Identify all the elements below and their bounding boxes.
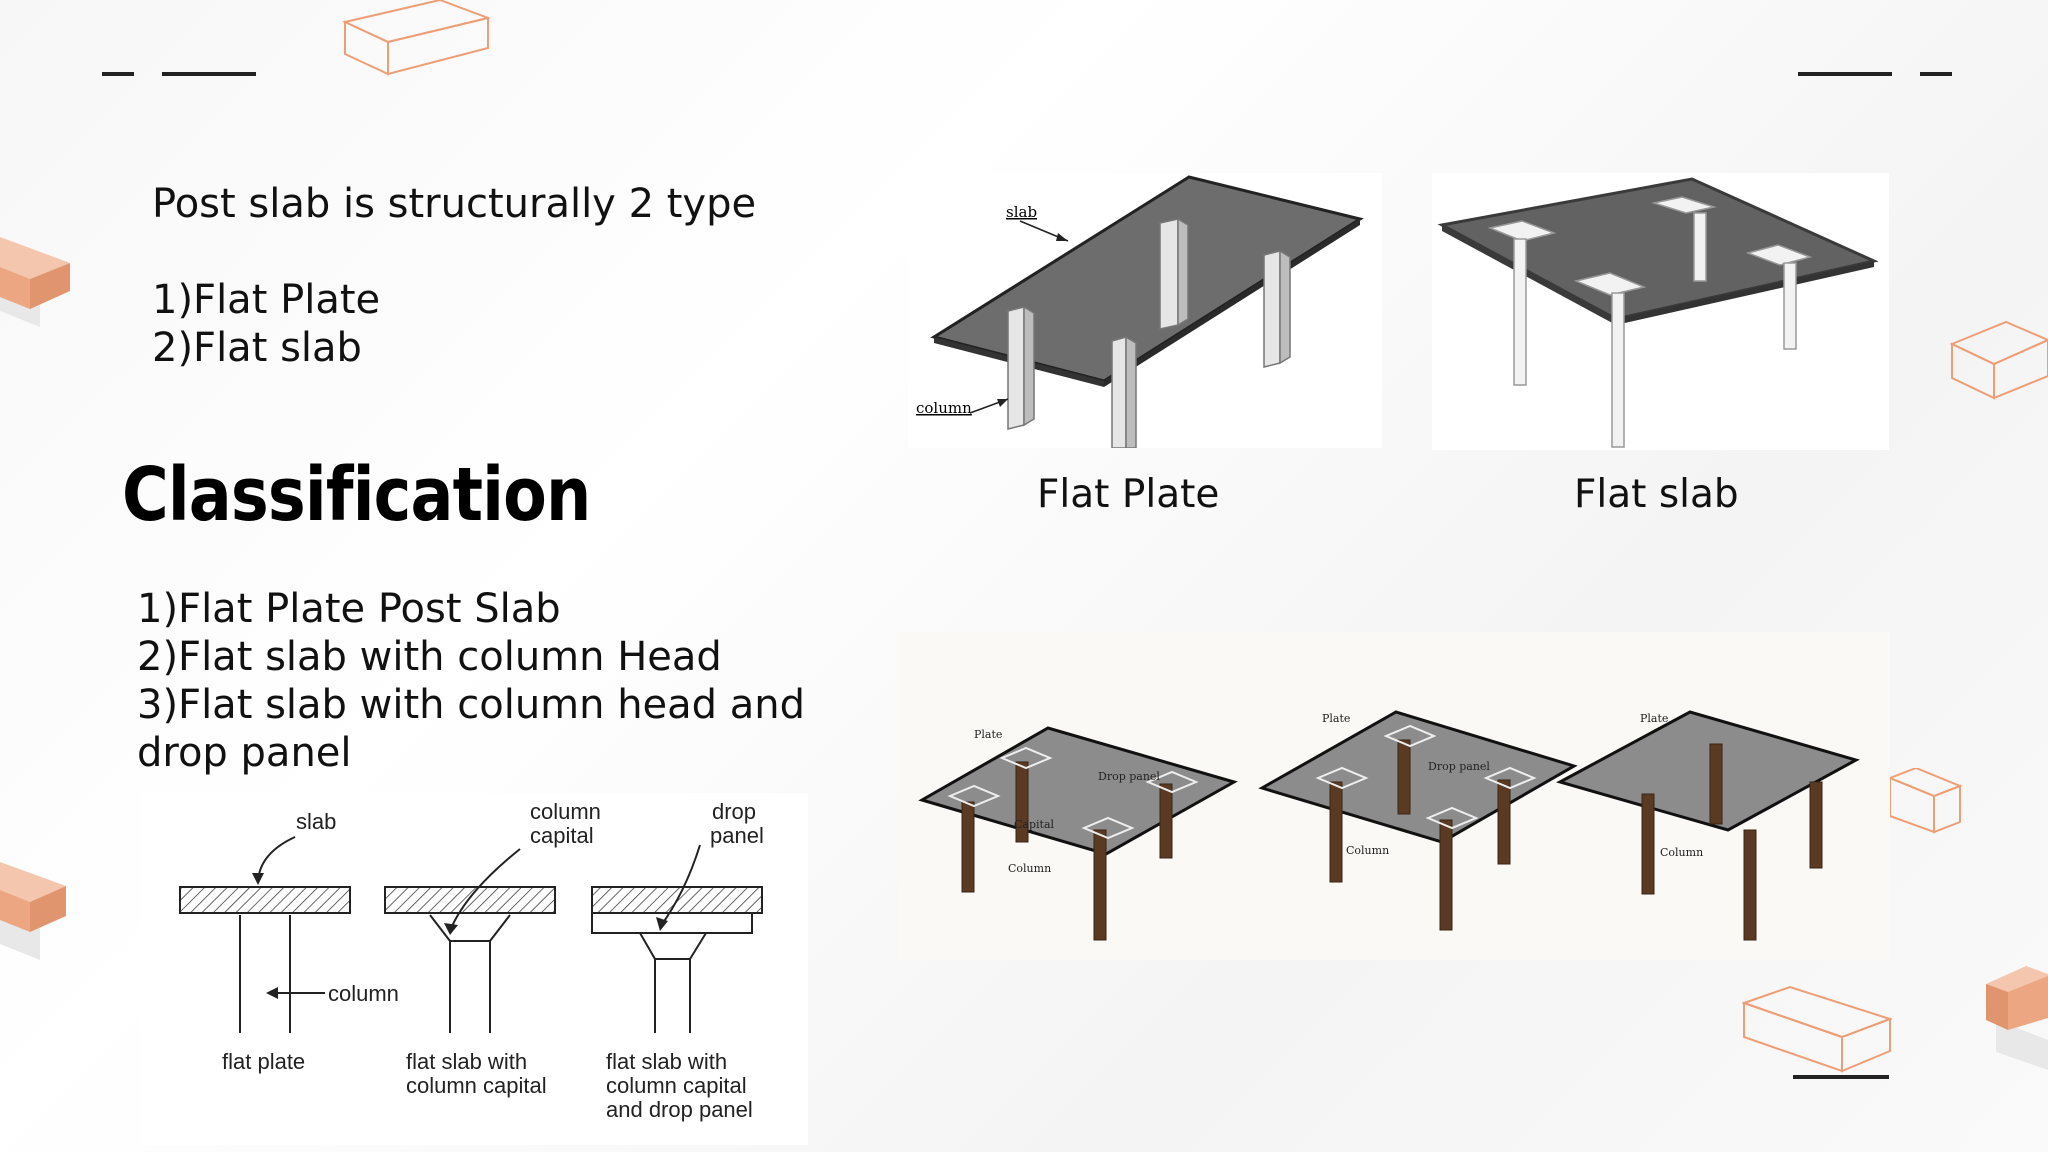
sketch-label-column-capital: capital (530, 823, 594, 848)
sketch-label-column: column (328, 981, 399, 1006)
flat-plate-image: slab column (908, 173, 1382, 449)
sketch-label-slab: slab (296, 809, 336, 834)
decor-dash-top-right-short (1920, 72, 1952, 76)
flat-plate-caption: Flat Plate (1037, 472, 1220, 517)
slab-types-sketch: slab column capital drop panel column fl… (140, 793, 808, 1145)
sketch-caption-flat-slab-drop-panel: and drop panel (606, 1097, 753, 1122)
render-label-plate: Plate (1322, 712, 1350, 725)
intro-text-block: Post slab is structurally 2 type 1)Flat … (152, 180, 756, 372)
decor-brick-solid-left-lower (0, 862, 66, 960)
decor-dash-bottom-right (1793, 1075, 1889, 1079)
render-label-plate: Plate (1640, 712, 1668, 725)
list-item: drop panel (137, 730, 352, 776)
render-label-capital: Capital (1014, 818, 1055, 831)
decor-brick-solid-left-upper (0, 237, 70, 327)
slab-label: slab (1006, 203, 1037, 221)
decor-brick-outline-right (1950, 320, 2048, 400)
decor-dash-top-right-long (1798, 72, 1892, 76)
page-title: Classification (122, 452, 591, 538)
type-item: 1)Flat Plate (152, 277, 381, 323)
render-label-plate: Plate (974, 728, 1002, 741)
sketch-caption-flat-slab-drop-panel: column capital (606, 1073, 747, 1098)
sketch-caption-flat-slab-capital: column capital (406, 1073, 547, 1098)
decor-dash-top-left-long (162, 72, 256, 76)
decor-brick-outline-bottom (1742, 985, 1892, 1073)
list-item: 1)Flat Plate Post Slab (137, 586, 561, 632)
classification-list: 1)Flat Plate Post Slab 2)Flat slab with … (137, 585, 805, 777)
slab-types-render: Plate Drop panel Capital Column Plate Dr… (898, 632, 1890, 960)
sketch-label-column-capital: column (530, 799, 601, 824)
render-label-drop-panel: Drop panel (1098, 770, 1160, 783)
decor-brick-solid-right-lower (1986, 966, 2048, 1070)
intro-heading: Post slab is structurally 2 type (152, 181, 757, 227)
render-label-column: Column (1660, 846, 1703, 859)
render-label-column: Column (1008, 862, 1051, 875)
render-label-column: Column (1346, 844, 1389, 857)
render-label-drop-panel: Drop panel (1428, 760, 1490, 773)
type-item: 2)Flat slab (152, 325, 362, 371)
sketch-label-drop-panel: drop (712, 799, 756, 824)
sketch-label-drop-panel: panel (710, 823, 764, 848)
sketch-caption-flat-plate: flat plate (222, 1049, 305, 1074)
list-item: 2)Flat slab with column Head (137, 634, 722, 680)
decor-brick-outline-top (341, 0, 490, 76)
flat-slab-caption: Flat slab (1574, 472, 1739, 517)
sketch-caption-flat-slab-drop-panel: flat slab with (606, 1049, 727, 1074)
decor-brick-outline-right-middle (1888, 768, 1963, 834)
column-label: column (916, 399, 972, 417)
sketch-caption-flat-slab-capital: flat slab with (406, 1049, 527, 1074)
decor-dash-top-left-short (102, 72, 134, 76)
flat-slab-image (1432, 173, 1889, 450)
list-item: 3)Flat slab with column head and (137, 682, 806, 728)
